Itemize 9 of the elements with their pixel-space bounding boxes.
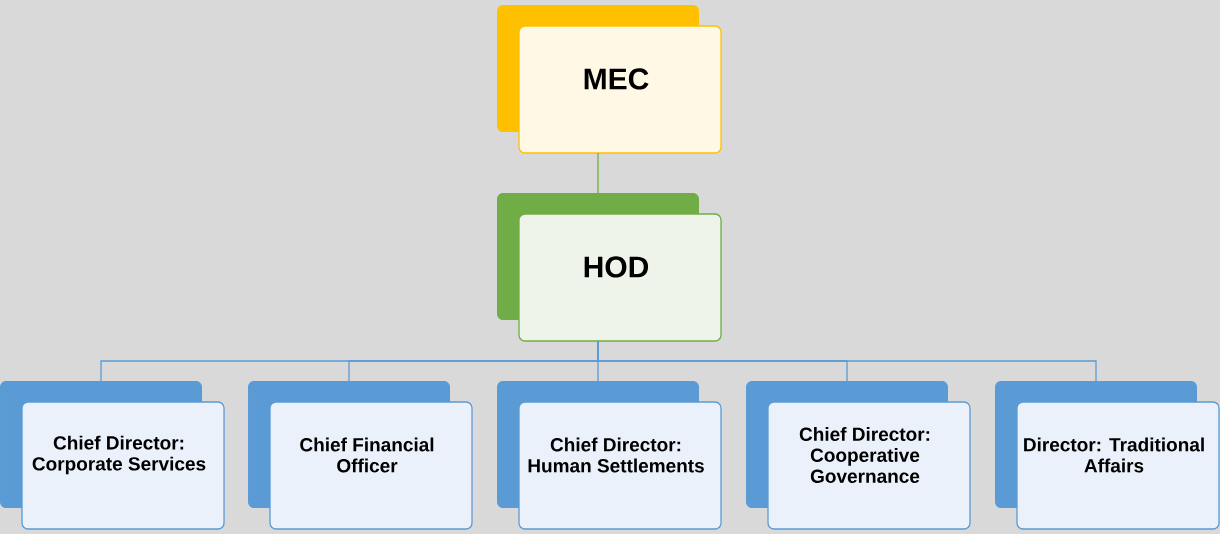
org-box: Director: Traditional Affairs bbox=[995, 381, 1220, 530]
connector-line bbox=[597, 340, 1097, 382]
org-box: Chief Director: Corporate Services bbox=[0, 381, 225, 530]
connector-line bbox=[597, 152, 599, 194]
org-box: HOD bbox=[497, 193, 722, 342]
org-box: MEC bbox=[497, 5, 722, 154]
org-box: Chief Director: Human Settlements bbox=[497, 381, 722, 530]
org-box: Chief Financial Officer bbox=[248, 381, 473, 530]
org-box: Chief Director: Cooperative Governance bbox=[746, 381, 971, 530]
